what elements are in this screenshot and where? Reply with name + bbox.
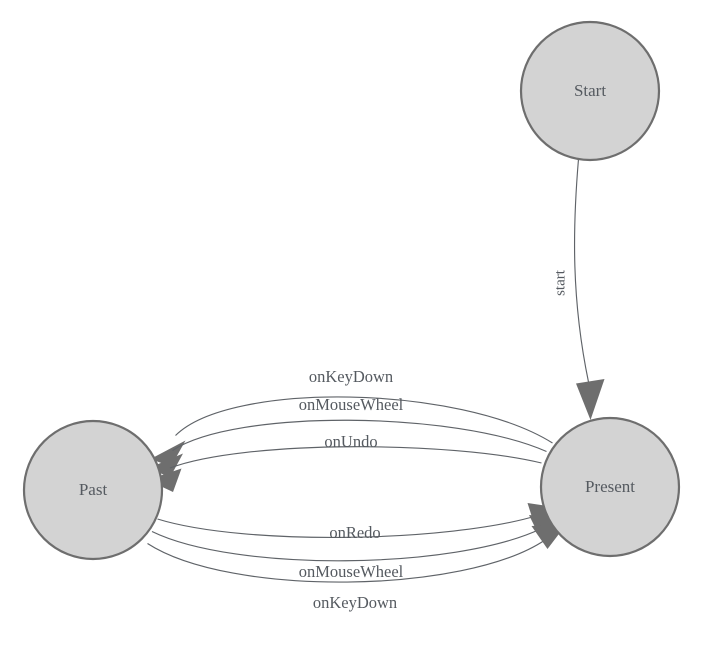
node-past[interactable]: Past — [22, 419, 164, 561]
node-present[interactable]: Present — [539, 416, 681, 558]
edge-start[interactable]: start — [552, 158, 605, 420]
edge-onkeydown-redo-path — [147, 539, 546, 583]
node-start[interactable]: Start — [519, 20, 661, 162]
edge-onredo-label: onRedo — [329, 523, 380, 542]
edge-onmousewheel-undo-path — [172, 419, 547, 453]
node-past-circle — [22, 419, 164, 561]
edge-onkeydown-undo[interactable]: onKeyDown — [150, 367, 553, 467]
edge-onkeydown-redo-label: onKeyDown — [313, 593, 397, 612]
edge-start-arrowhead — [576, 379, 605, 420]
edge-onredo-path — [157, 514, 538, 538]
edge-onundo-label: onUndo — [324, 432, 377, 451]
node-start-circle — [519, 20, 661, 162]
node-present-circle — [539, 416, 681, 558]
edge-onkeydown-undo-arrowhead — [150, 440, 186, 467]
node-start-label: Start — [574, 81, 606, 100]
edge-onkeydown-undo-label: onKeyDown — [309, 367, 393, 386]
edge-start-label: start — [552, 269, 568, 296]
edge-onundo-arrowhead — [147, 468, 182, 492]
node-present-label: Present — [585, 477, 635, 496]
edge-onkeydown-undo-path — [175, 396, 553, 444]
edge-onmousewheel-undo-label: onMouseWheel — [299, 395, 404, 414]
edge-start-path — [573, 158, 590, 383]
edge-onmousewheel-redo-label: onMouseWheel — [299, 562, 404, 581]
edge-onmousewheel-redo-path — [151, 527, 542, 562]
node-past-label: Past — [79, 480, 108, 499]
edge-onundo-path — [169, 446, 542, 469]
edge-onredo[interactable]: onRedo — [157, 503, 562, 542]
edge-onundo[interactable]: onUndo — [147, 432, 542, 492]
